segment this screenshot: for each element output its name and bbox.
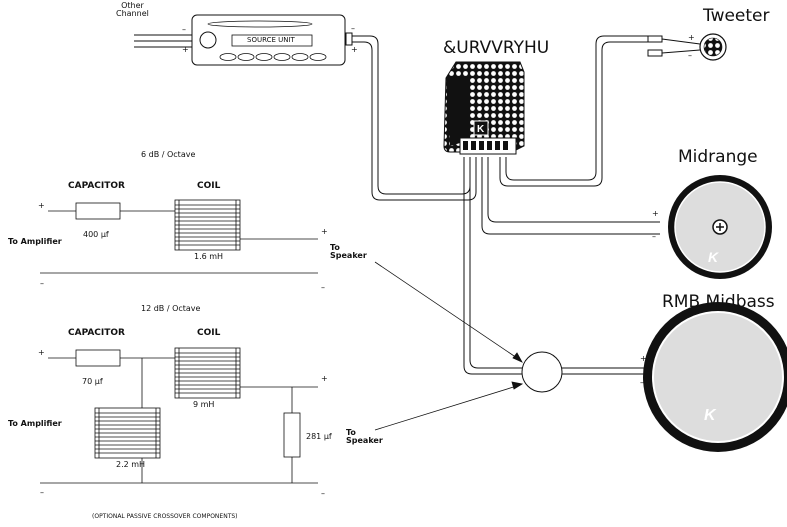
midbass-minus: – [640,378,644,387]
to-amplifier-1: To Amplifier [8,237,62,246]
source-unit-label: SOURCE UNIT [247,36,295,44]
svg-text:K: K [477,124,485,135]
speaker-arrows [374,261,524,431]
capacitor-label-1: CAPACITOR [68,181,125,191]
six-db-label: 6 dB / Octave [141,150,196,159]
filter1-plus-out: + [321,227,328,236]
source-unit [191,14,346,66]
tweeter-speaker [699,33,727,61]
crossover-label: &URVVRYHU [443,38,550,58]
source-minus: – [351,24,355,33]
other-channel-minus: – [182,25,186,34]
capacitor-label-2: CAPACITOR [68,328,125,338]
crossover-box: K [443,61,525,155]
to-speaker-2: To Speaker [346,428,383,445]
filter2-plus-in: + [38,348,45,357]
coil2-value: 9 mH [193,400,215,409]
first-order-filter [40,199,318,274]
cap3-value: 281 µf [306,432,332,441]
other-channel-plus: + [182,45,189,54]
midrange-wires [481,157,660,235]
filter1-minus-in: – [40,279,44,288]
other-channel-label: Other Channel [116,1,149,18]
optional-components-note: (OPTIONAL PASSIVE CROSSOVER COMPONENTS) [92,513,238,520]
midbass-speaker: K [643,302,787,452]
svg-text:K: K [708,249,719,265]
svg-text:K: K [704,407,717,424]
coil-label-2: COIL [197,328,221,338]
twelve-db-label: 12 dB / Octave [141,304,201,313]
to-amplifier-2: To Amplifier [8,419,62,428]
cap1-value: 400 µf [83,230,109,239]
to-speaker-1: To Speaker [330,243,367,260]
midrange-plus: + [652,209,659,218]
midrange-minus: – [652,232,656,241]
source-plus: + [351,45,358,54]
coil3-value: 2.2 mH [116,460,146,469]
tweeter-wires [499,35,701,187]
second-order-filter [40,347,318,484]
filter2-minus-in: – [40,488,44,497]
midrange-speaker: K [668,175,772,279]
midbass-plus: + [640,354,647,363]
filter1-minus-out: – [321,283,325,292]
tweeter-label: Tweeter [703,6,770,26]
coil-label-1: COIL [197,181,221,191]
tweeter-minus: – [688,51,692,60]
other-channel-wires [134,34,192,48]
filter2-plus-out: + [321,374,328,383]
tweeter-plus: + [688,33,695,42]
midrange-label: Midrange [678,147,758,167]
filter1-plus-in: + [38,201,45,210]
midbass-label: RMB Midbass [662,292,775,312]
optional-crossover-circle [521,351,563,393]
coil1-value: 1.6 mH [194,252,224,261]
input-wires [345,32,477,201]
cap2-value: 70 µf [82,377,103,386]
filter2-minus-out: – [321,489,325,498]
